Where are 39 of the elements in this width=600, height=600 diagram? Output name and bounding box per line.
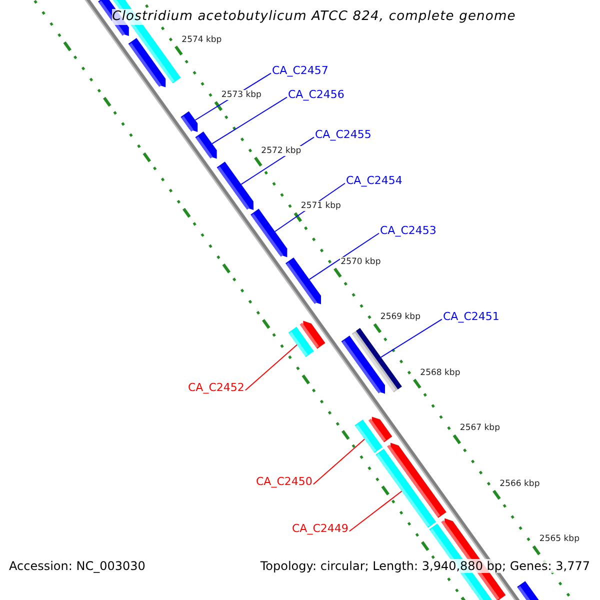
- gene-feature: [341, 336, 385, 394]
- gene-feature: [387, 442, 446, 518]
- scale-label: 2571 kbp: [300, 201, 342, 212]
- leader-line: [312, 438, 366, 485]
- gene-feature: [180, 111, 198, 132]
- scale-label: 2569 kbp: [379, 312, 422, 322]
- leader-line: [308, 232, 380, 280]
- leader-line: [348, 490, 402, 532]
- title: Clostridium acetobutylicum ATCC 824, complete genome: [112, 9, 516, 25]
- gene-feature: [300, 320, 326, 349]
- scale-label: 2573 kbp: [220, 90, 262, 100]
- gene-feature: [368, 416, 392, 442]
- gene-label: CA_C2451: [443, 310, 500, 324]
- gene-feature: [250, 208, 288, 258]
- gene-label: CA_C2457: [272, 64, 328, 78]
- gene-feature: [216, 162, 254, 210]
- leader-line: [380, 318, 442, 358]
- gene-label: CA_C2449: [292, 522, 348, 536]
- leader-line: [244, 344, 298, 391]
- gene-feature: [286, 258, 321, 304]
- scale-label: 2572 kbp: [260, 146, 302, 156]
- gene-feature: [195, 132, 217, 159]
- gene-feature: [517, 581, 542, 600]
- gene-label: CA_C2452: [188, 381, 244, 394]
- genome-stats-text: Topology: circular; Length: 3,940,880 bp; Genes: 3,777: [260, 559, 590, 574]
- scale-label: 2570 kbp: [340, 256, 382, 267]
- gene-feature: [128, 38, 166, 88]
- gene-label: CA_C2456: [288, 88, 344, 102]
- scale-label: 2565 kbp: [538, 534, 580, 545]
- scale-label: 2567 kbp: [458, 423, 501, 434]
- scale-label: 2566 kbp: [498, 478, 541, 489]
- scale-label: 2574 kbp: [180, 34, 223, 45]
- gene-label: CA_C2450: [256, 475, 312, 488]
- gene-label: CA_C2455: [315, 128, 372, 142]
- gene-label: CA_C2453: [380, 224, 436, 238]
- leader-line: [212, 96, 288, 144]
- scale-label: 2568 kbp: [419, 368, 462, 378]
- accession-text: Accession: NC_003030: [9, 559, 146, 574]
- gene-label: CA_C2454: [346, 174, 402, 188]
